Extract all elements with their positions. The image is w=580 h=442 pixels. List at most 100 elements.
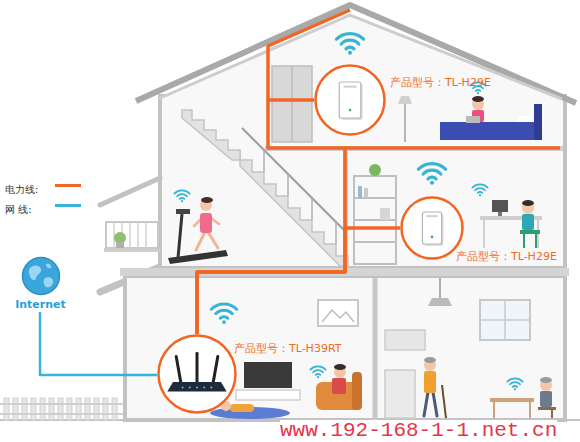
globe-icon <box>21 256 61 296</box>
kitchen <box>442 385 446 418</box>
study-room <box>498 212 502 216</box>
attic-furniture <box>518 116 532 122</box>
study-room <box>354 176 396 264</box>
powerline-adapter-node: 产品型号：TL-H29E <box>400 196 557 263</box>
power-line <box>197 228 400 334</box>
wifi-signal <box>310 366 325 378</box>
living-room <box>318 300 358 326</box>
staircase <box>242 128 346 232</box>
balcony <box>113 222 115 248</box>
model-label: 产品型号：TL-H39RT <box>234 342 341 355</box>
power-line-decor <box>268 10 560 148</box>
kitchen <box>424 357 436 363</box>
fence <box>0 403 124 405</box>
kitchen <box>538 407 556 410</box>
wifi-signal <box>418 164 445 185</box>
attic-furniture <box>404 104 406 142</box>
network-cable <box>40 312 157 375</box>
power-line <box>197 100 345 334</box>
kitchen <box>480 300 530 340</box>
attic-furniture <box>398 96 412 104</box>
watermark-text: www.192-168-1-1.net.cn <box>280 420 557 441</box>
living-room <box>230 404 254 412</box>
living-room <box>334 364 346 370</box>
treadmill-runner <box>211 218 219 224</box>
fence <box>112 398 117 420</box>
kitchen <box>480 319 530 321</box>
staircase <box>182 110 240 160</box>
kitchen <box>540 377 552 383</box>
balcony <box>100 178 160 252</box>
kitchen <box>428 298 452 306</box>
balcony <box>137 222 139 248</box>
study-room <box>492 200 508 212</box>
kitchen <box>424 371 436 393</box>
wireless-router-node: 产品型号：TL-H39RT <box>157 334 342 414</box>
living-room <box>332 378 346 394</box>
study-room <box>358 186 362 198</box>
fence <box>67 398 72 420</box>
house-walls <box>373 278 378 420</box>
study-room <box>364 188 368 198</box>
attic-furniture <box>440 122 540 140</box>
balcony <box>129 222 131 248</box>
legend: 电力线:网 线: <box>5 178 38 218</box>
kitchen <box>385 330 425 350</box>
living-room <box>322 310 354 322</box>
legend-row: 电力线: <box>5 178 38 198</box>
study-room <box>483 220 485 248</box>
house-walls <box>125 276 565 420</box>
wifi-signal <box>336 34 363 55</box>
staircase <box>240 150 348 266</box>
kitchen <box>540 391 552 407</box>
balcony <box>106 222 158 248</box>
kitchen <box>385 278 556 418</box>
watermark: www.192-168-1-1.net.cn <box>280 420 557 441</box>
wifi-signal <box>211 304 237 324</box>
legend-swatch <box>55 204 81 207</box>
router-badge <box>157 334 237 414</box>
balcony <box>116 242 124 248</box>
living-room <box>244 362 292 388</box>
fence <box>40 398 45 420</box>
study-room <box>369 164 381 176</box>
wifi-signal <box>174 34 522 391</box>
fence <box>94 398 99 420</box>
staircase <box>182 110 348 266</box>
fence <box>76 398 81 420</box>
study-room <box>520 230 540 234</box>
fence <box>22 398 27 420</box>
wifi-signal <box>507 378 522 390</box>
kitchen <box>433 392 437 416</box>
fence <box>0 398 124 420</box>
legend-label: 电力线: <box>5 183 38 197</box>
attic-furniture <box>534 104 542 140</box>
kitchen <box>551 410 553 418</box>
study-room <box>354 164 542 264</box>
legend-swatch <box>55 184 81 187</box>
node-label: Internet <box>15 298 66 312</box>
staircase <box>263 150 265 172</box>
treadmill-runner <box>200 213 212 233</box>
fence <box>13 398 18 420</box>
living-room <box>352 372 362 410</box>
fence <box>58 398 63 420</box>
kitchen <box>490 398 534 402</box>
model-label: 产品型号：TL-H29E <box>390 76 491 89</box>
attic-furniture <box>466 116 480 123</box>
legend-row: 网 线: <box>5 198 38 218</box>
model-label-text: 产品型号：TL-H29E <box>456 250 557 263</box>
model-label-text: 产品型号：TL-H39RT <box>234 342 341 355</box>
study-room <box>535 234 537 248</box>
staircase <box>311 198 313 220</box>
kitchen <box>529 402 531 418</box>
fence <box>85 398 90 420</box>
study-room <box>523 234 525 248</box>
attic-furniture <box>272 66 312 142</box>
model-label: 产品型号：TL-H29E <box>456 250 557 263</box>
fence <box>0 413 124 415</box>
adapter-badge <box>400 196 464 260</box>
study-room <box>522 214 534 230</box>
kitchen <box>424 392 428 416</box>
